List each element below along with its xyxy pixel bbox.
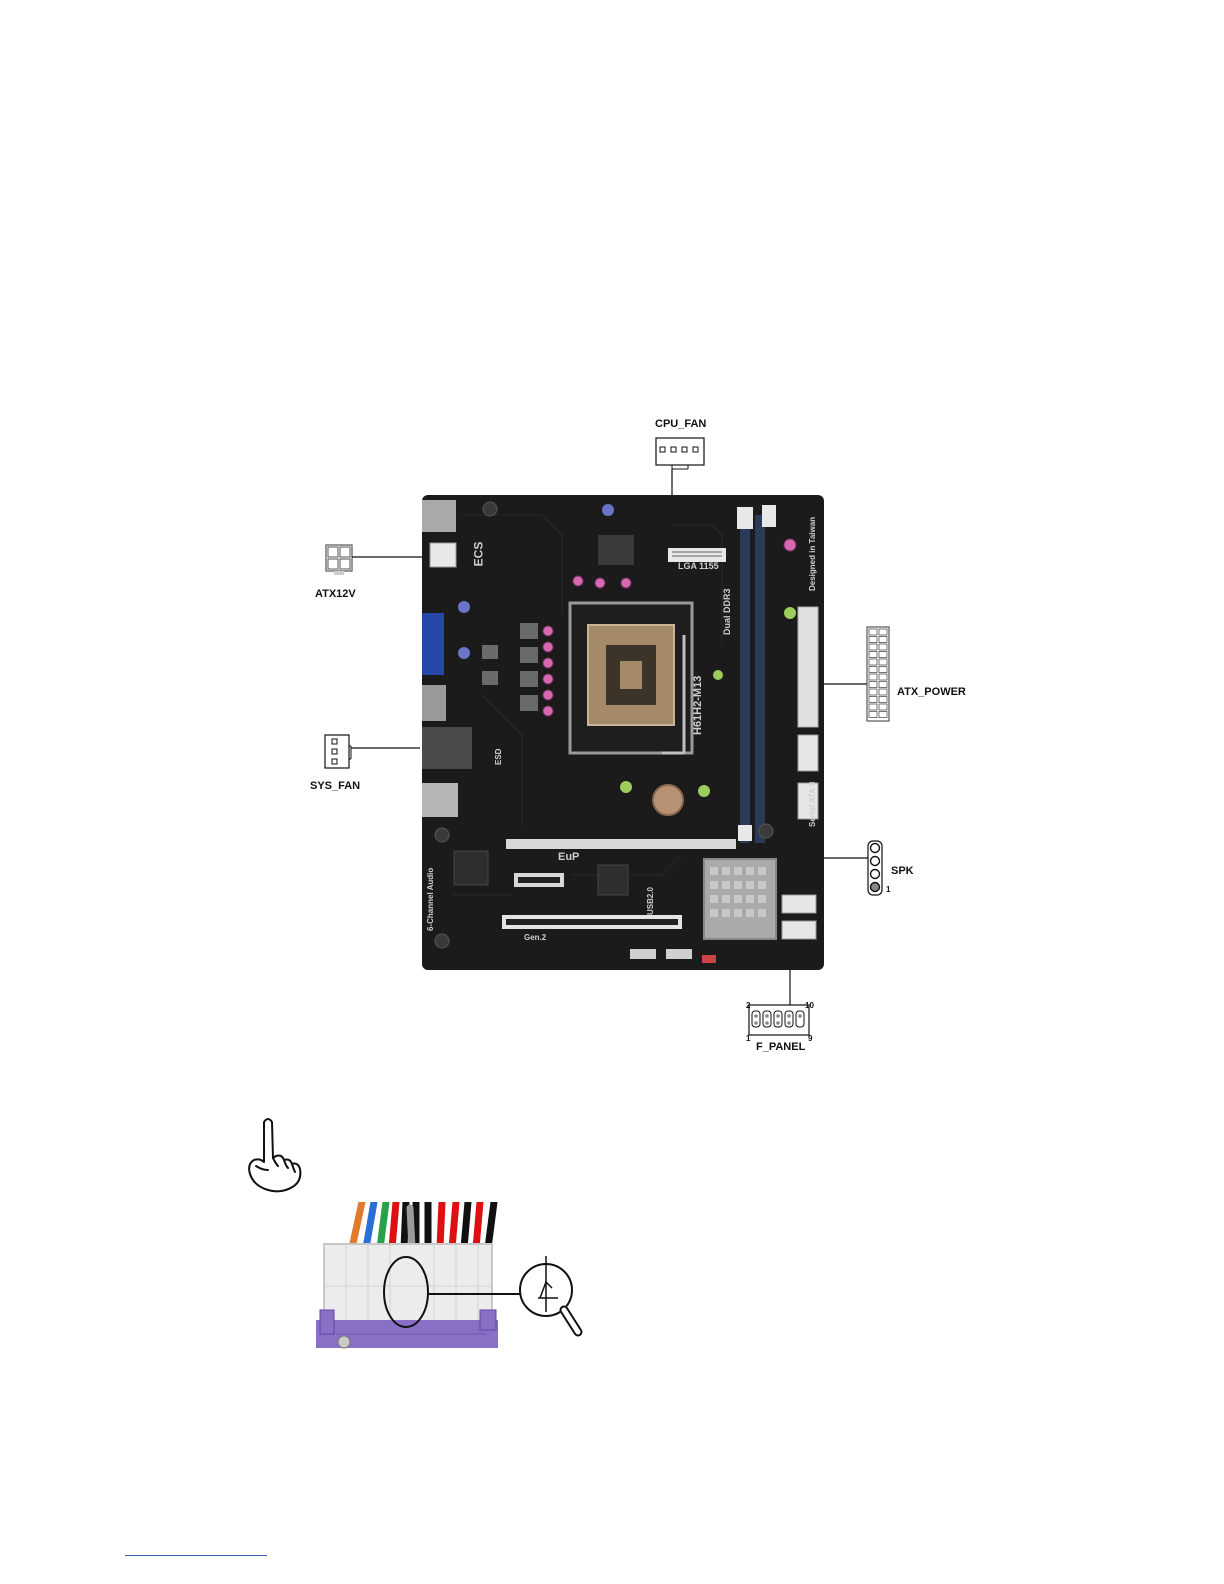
fpanel-pin1-label: 1 [746, 1034, 750, 1043]
memory-label: Dual DDR3 [722, 588, 732, 635]
designed-label: Designed in Taiwan [808, 517, 817, 591]
sata-label: Serial ATA II [808, 782, 817, 827]
sys-fan-label: SYS_FAN [310, 780, 360, 792]
atx-power-connector [820, 624, 900, 724]
model-label: H61H2-M13 [692, 676, 704, 735]
spk-connector [818, 838, 888, 898]
usb-label: USB2.0 [646, 887, 655, 915]
atx-power-label: ATX_POWER [897, 686, 966, 698]
fpanel-pin10-label: 10 [805, 1001, 814, 1010]
fpanel-pin2-label: 2 [746, 1001, 750, 1010]
esd-label: ESD [494, 749, 503, 765]
cpu-fan-label: CPU_FAN [655, 418, 706, 430]
audio-label: 6-Channel Audio [426, 868, 435, 931]
pcie-gen-label: Gen.2 [524, 933, 546, 942]
eup-logo: EuP [558, 851, 579, 863]
atx12v-connector [320, 540, 430, 580]
atx12v-label: ATX12V [315, 588, 356, 600]
sys-fan-connector [322, 732, 422, 772]
f-panel-label: F_PANEL [756, 1041, 805, 1053]
magnifier-icon [516, 1252, 588, 1342]
motherboard-photo: LGA 1155 ECS H61H2-M13 Dual DDR3 Designe… [422, 495, 824, 970]
socket-label: LGA 1155 [678, 561, 719, 571]
cpu-fan-connector [650, 436, 710, 501]
brand-logo: ECS [471, 542, 485, 567]
pointing-hand-icon [242, 1114, 306, 1196]
spk-label: SPK [891, 865, 914, 877]
spk-pin1-label: 1 [886, 885, 890, 894]
fpanel-pin9-label: 9 [808, 1034, 812, 1043]
footer-rule [125, 1555, 267, 1556]
